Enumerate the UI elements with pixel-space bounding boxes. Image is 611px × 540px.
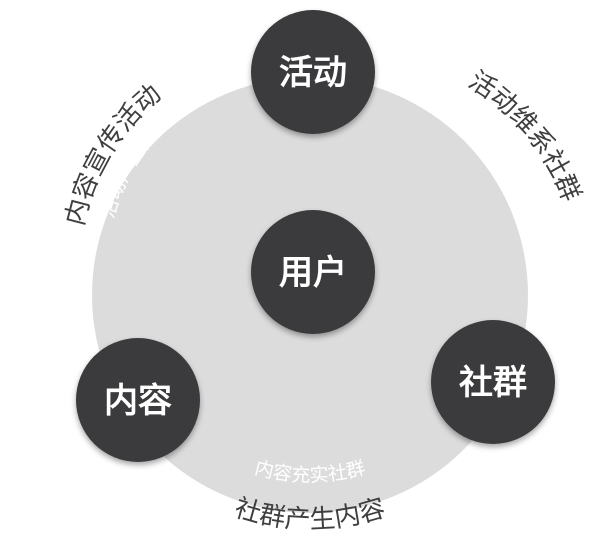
node-user-circle: [251, 210, 375, 334]
node-content-label: 内容: [104, 381, 172, 421]
node-content-circle: [76, 338, 200, 462]
node-community-label: 社群: [459, 363, 527, 403]
node-user: 用户: [251, 210, 375, 334]
node-user-label: 用户: [279, 253, 347, 293]
node-activity: 活动: [251, 10, 375, 134]
node-activity-circle: [251, 10, 375, 134]
node-community-circle: [431, 320, 555, 444]
node-content: 内容: [76, 338, 200, 462]
node-activity-label: 活动: [279, 53, 347, 93]
node-community: 社群: [431, 320, 555, 444]
